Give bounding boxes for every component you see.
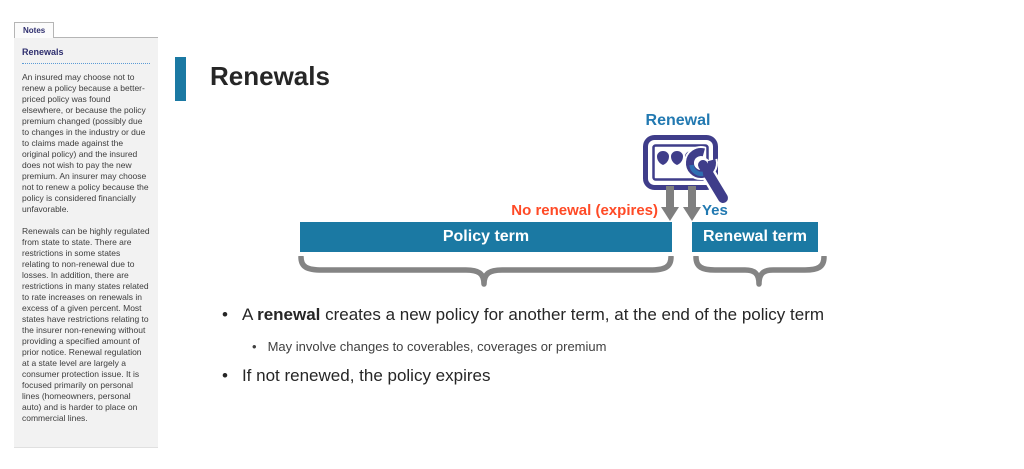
notes-paragraph-2: Renewals can be highly regulated from st… bbox=[22, 226, 150, 423]
bullet-marker: • bbox=[222, 366, 228, 385]
notes-panel[interactable]: Renewals An insured may choose not to re… bbox=[14, 38, 158, 448]
bullet-not-renewed: • If not renewed, the policy expires bbox=[222, 366, 490, 386]
notes-divider bbox=[22, 63, 150, 64]
policy-term-brace bbox=[298, 256, 674, 287]
slide-title: Renewals bbox=[210, 61, 330, 91]
yes-label: Yes bbox=[702, 202, 728, 219]
notes-heading: Renewals bbox=[22, 47, 64, 57]
bullet-marker: • bbox=[222, 305, 228, 324]
no-renewal-label: No renewal (expires) bbox=[511, 202, 658, 219]
tab-underline bbox=[14, 37, 158, 38]
bullet-text: If not renewed, the policy expires bbox=[241, 366, 491, 385]
title-accent-bar bbox=[175, 57, 186, 101]
bullet-marker: • bbox=[252, 339, 257, 354]
policy-term-label: Policy term bbox=[442, 228, 530, 245]
policy-card-wrench-icon bbox=[643, 135, 731, 206]
renewal-term-brace bbox=[693, 256, 827, 287]
renewal-term-label: Renewal term bbox=[702, 228, 808, 245]
renewal-diagram: Renewal No renewal (expires) Yes Policy … bbox=[290, 110, 870, 295]
sub-bullet-changes: • May involve changes to coverables, cov… bbox=[252, 339, 606, 354]
renewal-term-bar: Renewal term bbox=[692, 222, 818, 252]
notes-paragraph-1: An insured may choose not to renew a pol… bbox=[22, 72, 149, 214]
bullet-renewal-creates: • A renewal creates a new policy for ano… bbox=[222, 305, 824, 325]
tab-notes[interactable]: Notes bbox=[14, 22, 55, 38]
tab-notes-label: Notes bbox=[23, 26, 46, 35]
bullet-text: A renewal creates a new policy for anoth… bbox=[241, 305, 825, 324]
down-arrows-icon bbox=[661, 186, 701, 221]
renewal-label: Renewal bbox=[645, 112, 711, 129]
sub-bullet-text: May involve changes to coverables, cover… bbox=[267, 339, 607, 354]
policy-term-bar: Policy term bbox=[300, 222, 672, 252]
